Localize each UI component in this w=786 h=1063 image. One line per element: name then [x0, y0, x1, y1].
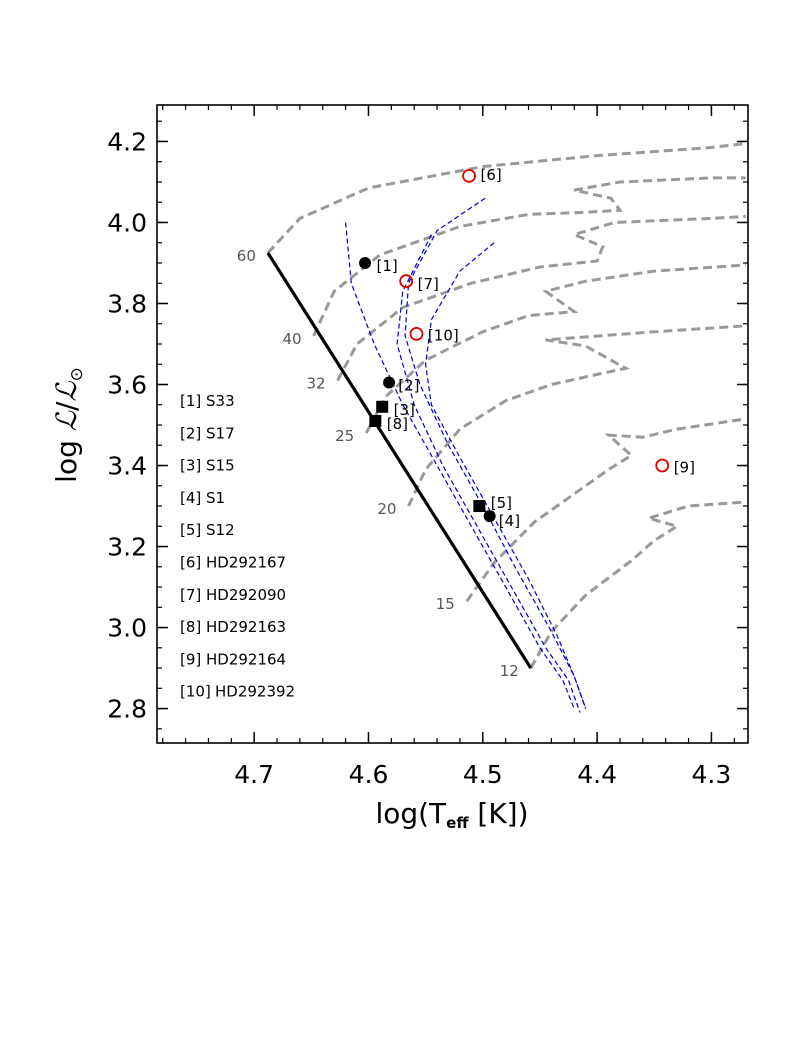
star-marker-open-circle: [399, 274, 414, 289]
x-tick-label: 4.4: [577, 760, 617, 789]
star-label: [9]: [674, 458, 695, 476]
legend-entry-name: S12: [206, 521, 235, 539]
x-tick-label: 4.3: [692, 760, 732, 789]
legend-entry-name: HD292090: [206, 586, 286, 604]
star-label: [5]: [491, 494, 512, 512]
y-tick-label: 4.0: [107, 208, 147, 237]
star-marker-open-circle: [655, 458, 670, 473]
legend-entry-name: HD292163: [206, 618, 286, 636]
y-tick-label: 3.2: [107, 533, 147, 562]
legend-entry-name: S17: [206, 424, 235, 442]
legend-entry-id: [9]: [180, 650, 201, 668]
legend-entry-name: HD292392: [215, 683, 295, 701]
mass-label: 15: [436, 595, 455, 613]
y-tick-label: 3.6: [107, 371, 147, 400]
mass-label: 32: [307, 374, 326, 392]
legend-entry-id: [3]: [180, 457, 201, 475]
star-label: [8]: [387, 415, 408, 433]
star-label: [10]: [428, 327, 459, 345]
mass-label: 20: [377, 500, 396, 518]
y-tick-label: 3.8: [107, 289, 147, 318]
star-label: [4]: [499, 512, 520, 530]
evolutionary-track-5: [465, 417, 746, 603]
isochrone-1: [396, 234, 581, 713]
y-axis-label: log ℒ/ℒ⊙: [50, 367, 87, 483]
evolutionary-track-0: [266, 142, 746, 254]
mass-label: 25: [335, 427, 354, 445]
star-marker-filled-circle: [359, 256, 372, 269]
star-label: [2]: [398, 377, 419, 395]
mass-label: 12: [500, 662, 519, 680]
evolutionary-track-1: [312, 176, 746, 337]
x-axis-label: log(Teff [K]): [375, 797, 528, 832]
legend-entry-id: [10]: [180, 683, 211, 701]
legend-entry-id: [2]: [180, 424, 201, 442]
star-marker-filled-square: [376, 400, 389, 413]
star-marker-filled-square: [473, 500, 486, 513]
y-tick-label: 2.8: [107, 695, 147, 724]
x-tick-label: 4.7: [234, 760, 274, 789]
legend-entry-name: S15: [206, 457, 235, 475]
legend-entry-name: HD292167: [206, 554, 286, 572]
star-label: [7]: [418, 275, 439, 293]
mass-label: 40: [283, 330, 302, 348]
star-marker-filled-circle: [483, 510, 496, 523]
plot-frame: [156, 104, 749, 744]
x-tick-label: 4.6: [349, 760, 389, 789]
isochrone-0: [345, 222, 575, 709]
legend-entry-id: [7]: [180, 586, 201, 604]
star-label: [1]: [376, 257, 397, 275]
star-label: [3]: [394, 401, 415, 419]
isochrone-2: [404, 197, 587, 709]
evolutionary-track-2: [336, 214, 746, 382]
star-marker-open-circle: [409, 326, 424, 341]
star-label: [6]: [481, 166, 502, 184]
star-marker-filled-circle: [383, 376, 396, 389]
evolutionary-track-6: [529, 500, 746, 669]
legend-entry-id: [4]: [180, 489, 201, 507]
zams-line: [266, 252, 533, 669]
evolutionary-track-3: [364, 263, 746, 434]
x-tick-label: 4.5: [463, 760, 503, 789]
legend-entry-name: S33: [206, 392, 235, 410]
y-tick-label: 4.2: [107, 127, 147, 156]
star-marker-filled-square: [369, 414, 382, 427]
y-tick-label: 3.4: [107, 452, 147, 481]
y-tick-label: 3.0: [107, 614, 147, 643]
legend-entry-id: [8]: [180, 618, 201, 636]
star-marker-open-circle: [462, 168, 476, 183]
evolutionary-track-4: [407, 324, 746, 507]
legend-entry-id: [5]: [180, 521, 201, 539]
legend-entry-id: [6]: [180, 554, 201, 572]
legend-entry-name: S1: [206, 489, 225, 507]
legend-entry-id: [1]: [180, 392, 201, 410]
mass-label: 60: [237, 247, 256, 265]
isochrone-3: [424, 242, 587, 709]
legend: [1] S33 [2] S17 [3] S15 [4] S1 [5] S12 [6] HD292167…: [180, 392, 295, 701]
legend-entry-name: HD292164: [206, 650, 286, 668]
